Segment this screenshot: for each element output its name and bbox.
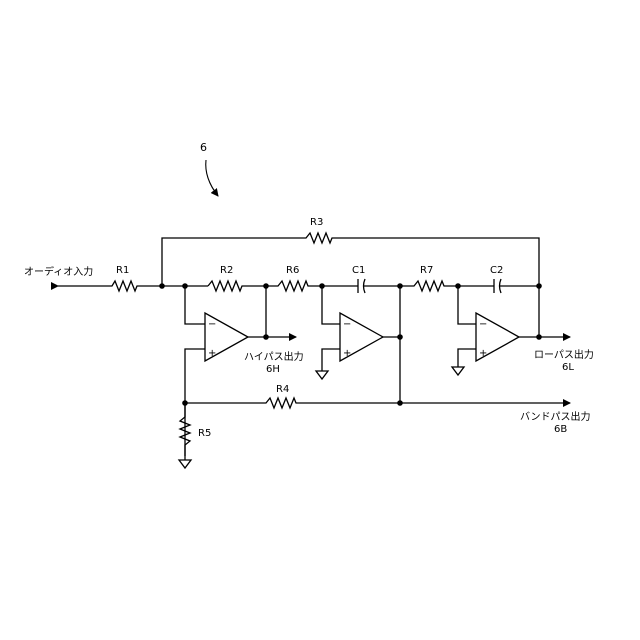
bandpass-output-ref: 6B — [554, 424, 567, 435]
r1-resistor — [108, 281, 162, 291]
figure-ref-label: 6 — [200, 141, 207, 154]
opamp2-minus: − — [343, 319, 351, 330]
r6-resistor — [266, 281, 322, 291]
junction-dot — [263, 334, 269, 340]
opamp3-plus: + — [479, 348, 487, 359]
opamp3-minus: − — [479, 319, 487, 330]
junction-dot — [263, 283, 269, 289]
r4-label: R4 — [276, 384, 289, 395]
lowpass-output-label: ローパス出力 — [534, 348, 594, 361]
r2-label: R2 — [220, 265, 233, 276]
junction-dot — [455, 283, 461, 289]
lowpass-output-ref: 6L — [562, 362, 574, 373]
audio-input-label: オーディオ入力 — [24, 265, 93, 278]
c2-label: C2 — [490, 265, 503, 276]
junction-dot — [182, 283, 188, 289]
bandpass-output-label: バンドパス出力 — [520, 410, 591, 423]
junction-dot — [182, 400, 188, 406]
c1-label: C1 — [352, 265, 365, 276]
junction-dot — [319, 283, 325, 289]
opamp1-inverting-wire — [185, 286, 205, 324]
junction-dot — [159, 283, 165, 289]
r7-resistor — [400, 281, 458, 291]
opamp3-inverting-wire — [458, 286, 476, 324]
junction-dot — [397, 283, 403, 289]
r3-label: R3 — [310, 217, 323, 228]
r4-resistor — [185, 398, 400, 408]
r2-resistor — [208, 281, 266, 291]
figure-ref-arrow — [206, 160, 218, 196]
junction-dot — [397, 400, 403, 406]
junction-dot — [536, 334, 542, 340]
junction-dot — [397, 334, 403, 340]
junction-dot — [536, 283, 542, 289]
r1-label: R1 — [116, 265, 129, 276]
opamp3-ground-icon — [452, 367, 464, 375]
opamp2-plus: + — [343, 348, 351, 359]
opamp2-inverting-wire — [322, 286, 340, 324]
highpass-output-label: ハイパス出力 — [244, 350, 304, 363]
r6-label: R6 — [286, 265, 299, 276]
r7-label: R7 — [420, 265, 433, 276]
opamp3-ground-wire — [458, 349, 476, 367]
highpass-output-ref: 6H — [266, 364, 280, 375]
opamp2-ground-wire — [322, 349, 340, 371]
opamp1-minus: − — [208, 319, 216, 330]
r5-label: R5 — [198, 428, 211, 439]
r3-resistor — [162, 233, 539, 286]
opamp2-ground-icon — [316, 371, 328, 379]
r5-resistor — [180, 403, 190, 460]
opamp1-plus: + — [208, 348, 216, 359]
r5-ground-icon — [179, 460, 191, 468]
